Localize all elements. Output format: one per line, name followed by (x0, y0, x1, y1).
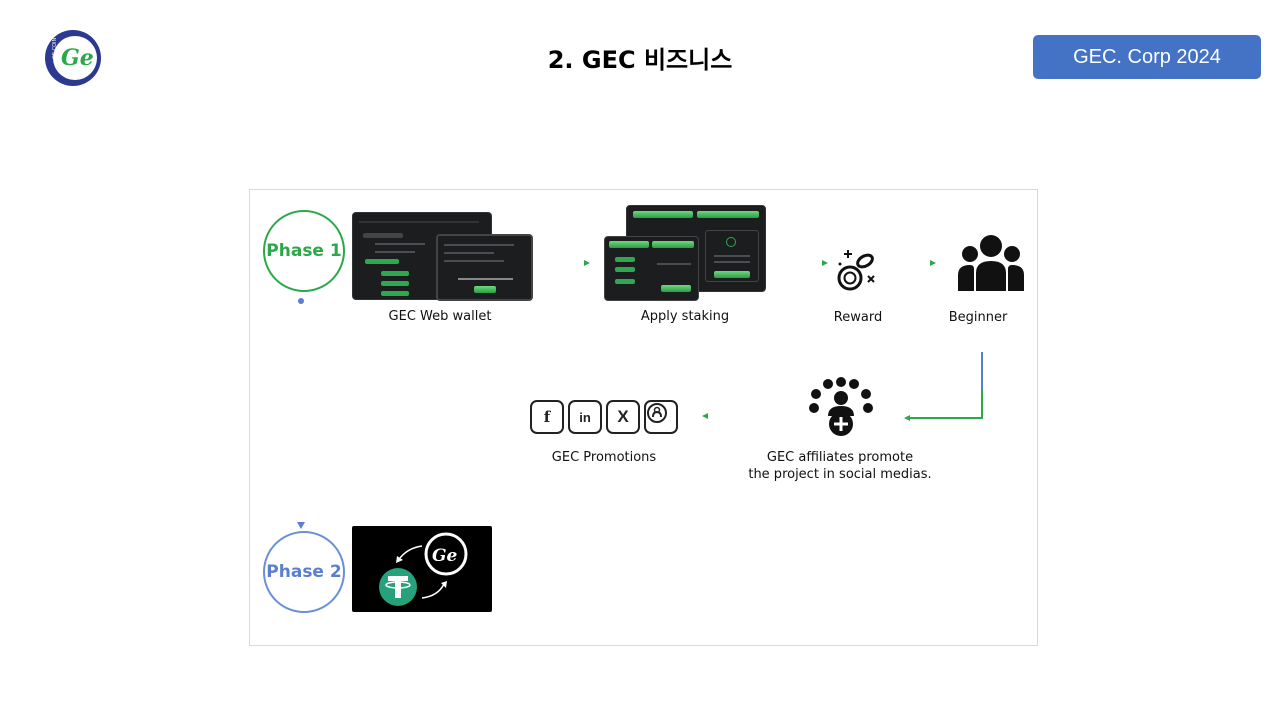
reward-coins-icon (837, 250, 875, 291)
beginner-group-icon (958, 235, 1024, 291)
promotions-label: GEC Promotions (551, 450, 657, 465)
beginner-label: Beginner (948, 310, 1008, 325)
affiliates-label-line1: GEC affiliates promote (766, 450, 914, 465)
linkedin-icon: in (568, 400, 602, 434)
phase-2-label: Phase 2 (266, 562, 342, 582)
arrow-beginner-affiliates (910, 352, 983, 419)
phase-arrow-head (297, 522, 305, 529)
gec-logo: GE COIN Ge (44, 29, 102, 87)
logo-mark-text: Ge (61, 45, 94, 71)
x-icon: X (606, 400, 640, 434)
page-title: 2. GEC 비즈니스 (547, 46, 733, 74)
github-icon (644, 400, 678, 434)
phase-2-logo-text: Ge (432, 546, 458, 566)
swap-graphic: Ge (379, 532, 468, 606)
reward-label: Reward (833, 310, 883, 325)
phase-1-label: Phase 1 (266, 241, 342, 261)
facebook-icon: f (530, 400, 564, 434)
affiliates-label-line2: the project in social medias. (748, 467, 932, 482)
logo-ring-text: GE COIN (52, 37, 58, 59)
corp-badge: GEC. Corp 2024 (1033, 35, 1261, 79)
web-wallet-screen-front (436, 234, 533, 301)
affiliates-network-icon (809, 377, 873, 436)
staking-screen-front (604, 236, 699, 301)
web-wallet-label: GEC Web wallet (388, 309, 492, 324)
connector-arrows (297, 260, 983, 529)
phase-2-node: Phase 2 (263, 531, 345, 613)
apply-staking-label: Apply staking (640, 309, 730, 324)
business-diagram: Phase 1 Phase 2 (249, 189, 1038, 646)
phase-1-node: Phase 1 (263, 210, 345, 292)
phase-2-swap-card: Ge (352, 526, 492, 612)
